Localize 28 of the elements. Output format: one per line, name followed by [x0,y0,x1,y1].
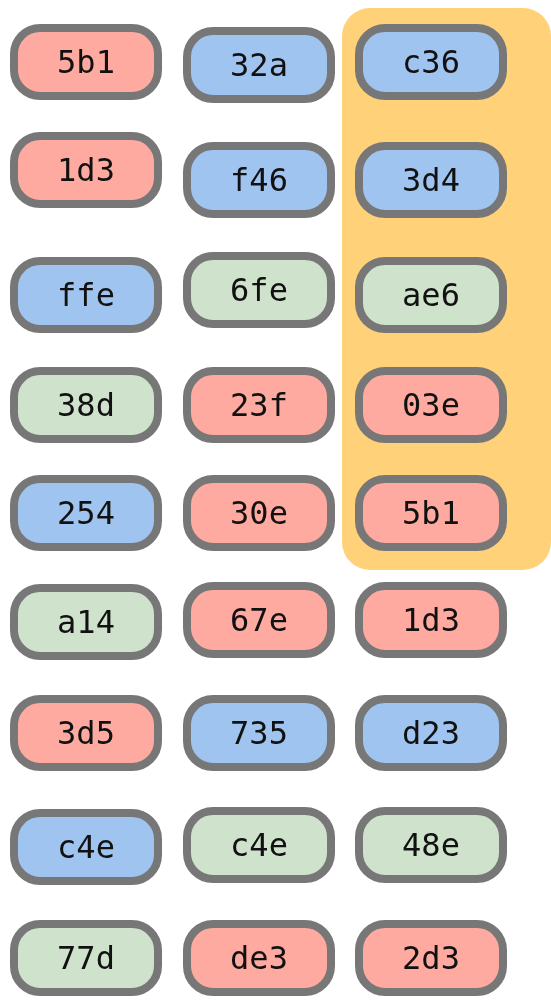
highlight-band [342,8,551,570]
label-pill: c36 [355,24,507,100]
label-pill: c4e [10,809,162,885]
label-pill: 5b1 [355,475,507,551]
label-pill: ae6 [355,257,507,333]
label-pill: 67e [183,582,335,658]
label-pill: 48e [355,807,507,883]
label-pill: 3d5 [10,695,162,771]
label-pill: 77d [10,920,162,996]
label-pill: 32a [183,27,335,103]
label-pill: ffe [10,257,162,333]
label-pill: d23 [355,695,507,771]
label-pill: 1d3 [355,582,507,658]
label-pill: 735 [183,695,335,771]
label-pill: 3d4 [355,142,507,218]
label-pill: 30e [183,475,335,551]
label-pill: c4e [183,807,335,883]
label-pill: 1d3 [10,132,162,208]
label-pill: 6fe [183,252,335,328]
label-pill: 38d [10,367,162,443]
label-pill: de3 [183,920,335,996]
label-pill: f46 [183,142,335,218]
label-pill: 5b1 [10,24,162,100]
label-pill: 2d3 [355,920,507,996]
label-pill: 23f [183,367,335,443]
label-pill: a14 [10,584,162,660]
label-pill: 254 [10,475,162,551]
label-pill: 03e [355,367,507,443]
